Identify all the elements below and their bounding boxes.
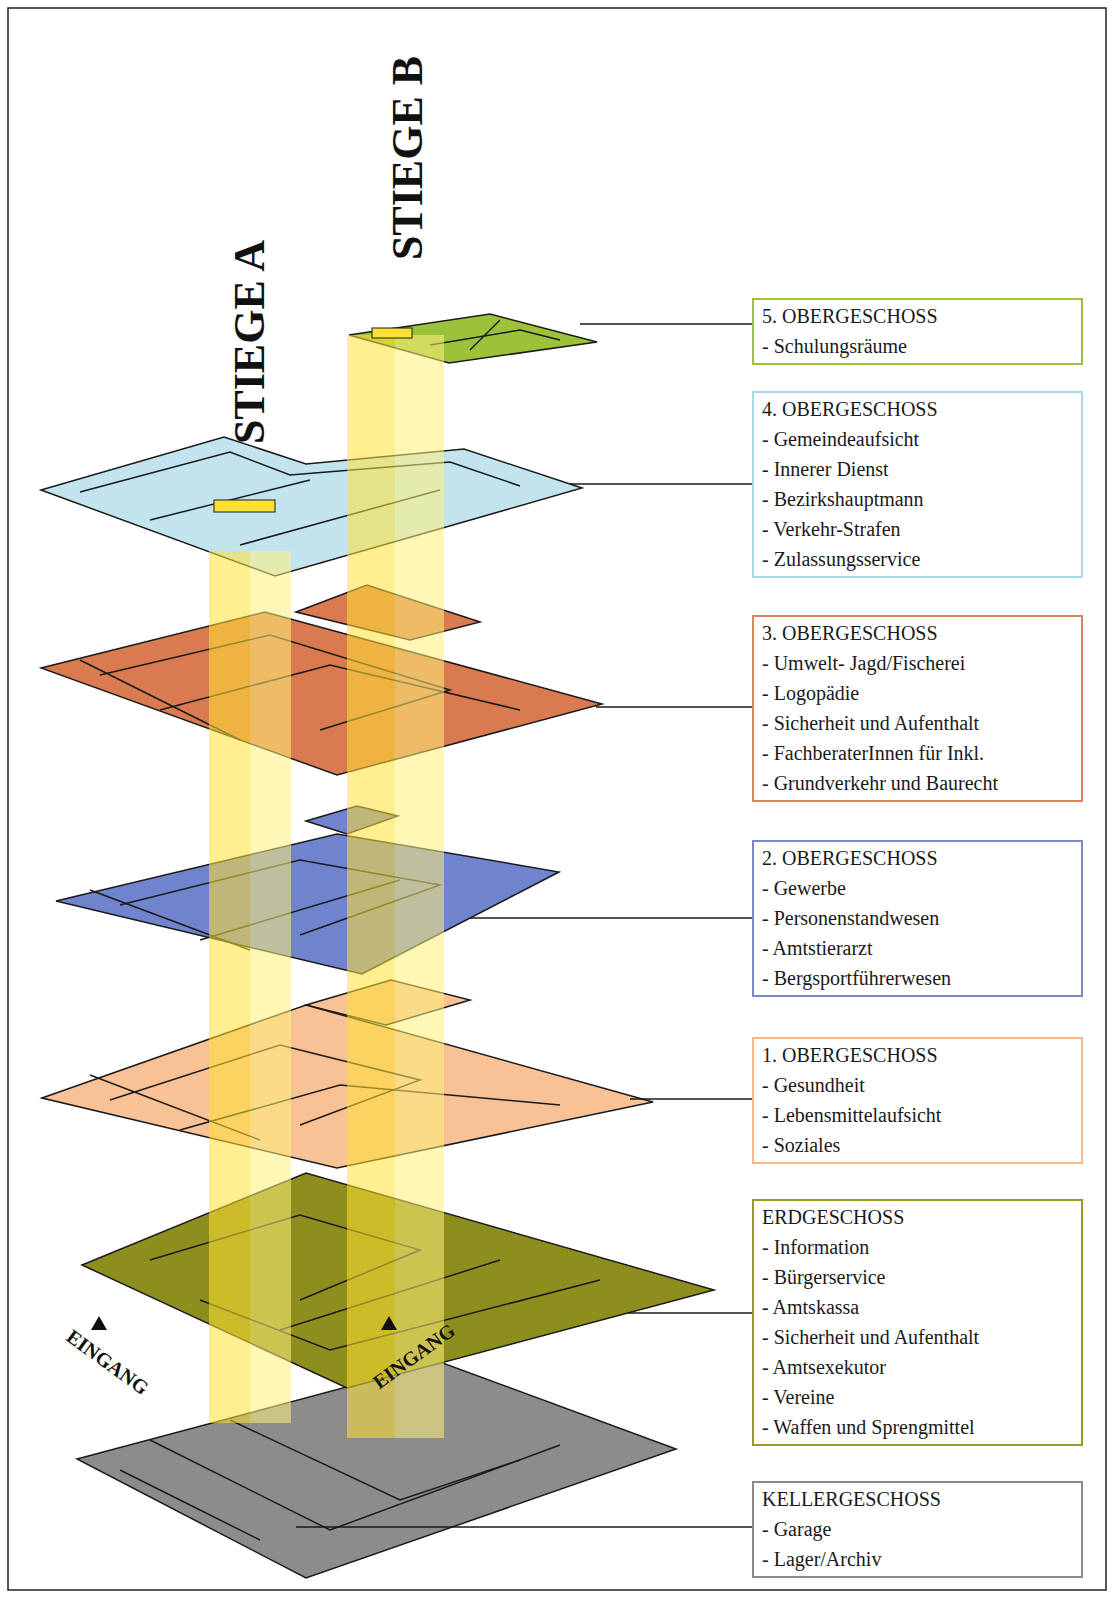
floor-heading: 1. OBERGESCHOSS: [762, 1040, 1073, 1070]
department-item: - Bergsportführerwesen: [762, 963, 1073, 993]
floor-box: 1. OBERGESCHOSS- Gesundheit- Lebensmitte…: [752, 1037, 1083, 1164]
floor-heading: 5. OBERGESCHOSS: [762, 301, 1073, 331]
department-item: - Grundverkehr und Baurecht: [762, 768, 1073, 798]
floor-box: 5. OBERGESCHOSS- Schulungsräume: [752, 298, 1083, 365]
department-item: - Logopädie: [762, 678, 1073, 708]
department-item: - Sicherheit und Aufenthalt: [762, 1322, 1073, 1352]
department-item: - Bürgerservice: [762, 1262, 1073, 1292]
floor-heading: 2. OBERGESCHOSS: [762, 843, 1073, 873]
leader-line: [296, 324, 752, 1527]
department-item: - Innerer Dienst: [762, 454, 1073, 484]
department-item: - Lager/Archiv: [762, 1544, 1073, 1574]
floor-heading: 4. OBERGESCHOSS: [762, 394, 1073, 424]
floor-box: ERDGESCHOSS- Information- Bürgerservice-…: [752, 1199, 1083, 1446]
department-item: - Amtskassa: [762, 1292, 1073, 1322]
department-item: - Gemeindeaufsicht: [762, 424, 1073, 454]
stair-label: STIEGE A: [228, 240, 272, 444]
floor-heading: KELLERGESCHOSS: [762, 1484, 1073, 1514]
department-item: - Verkehr-Strafen: [762, 514, 1073, 544]
department-item: - Sicherheit und Aufenthalt: [762, 708, 1073, 738]
staircase-shaft: [347, 328, 444, 1438]
department-item: - Waffen und Sprengmittel: [762, 1412, 1073, 1442]
entrance-arrow: [91, 1316, 107, 1330]
department-item: - Gesundheit: [762, 1070, 1073, 1100]
department-item: - Information: [762, 1232, 1073, 1262]
floor-heading: ERDGESCHOSS: [762, 1202, 1073, 1232]
department-item: - Schulungsräume: [762, 331, 1073, 361]
department-item: - FachberaterInnen für Inkl.: [762, 738, 1073, 768]
entrance-arrow: [381, 1316, 397, 1330]
floor-box: KELLERGESCHOSS- Garage- Lager/Archiv: [752, 1481, 1083, 1578]
department-item: - Amtsexekutor: [762, 1352, 1073, 1382]
stair-label: STIEGE B: [386, 56, 430, 260]
frame: [8, 8, 1106, 1590]
department-item: - Garage: [762, 1514, 1073, 1544]
department-item: - Soziales: [762, 1130, 1073, 1160]
entrance-label: EINGANG: [63, 1326, 152, 1398]
floor-box: 4. OBERGESCHOSS- Gemeindeaufsicht- Inner…: [752, 391, 1083, 578]
department-item: - Vereine: [762, 1382, 1073, 1412]
staircase-shaft: [209, 500, 291, 1423]
department-item: - Zulassungsservice: [762, 544, 1073, 574]
department-item: - Personenstandwesen: [762, 903, 1073, 933]
department-item: - Gewerbe: [762, 873, 1073, 903]
department-item: - Amtstierarzt: [762, 933, 1073, 963]
floor-box: 2. OBERGESCHOSS- Gewerbe- Personenstandw…: [752, 840, 1083, 997]
department-item: - Umwelt- Jagd/Fischerei: [762, 648, 1073, 678]
floor-plate: [56, 806, 559, 974]
floor-plate: [41, 585, 602, 775]
floor-box: 3. OBERGESCHOSS- Umwelt- Jagd/Fischerei-…: [752, 615, 1083, 802]
department-item: - Lebensmittelaufsicht: [762, 1100, 1073, 1130]
floor-heading: 3. OBERGESCHOSS: [762, 618, 1073, 648]
department-item: - Bezirkshauptmann: [762, 484, 1073, 514]
floor-plate: [41, 437, 582, 576]
